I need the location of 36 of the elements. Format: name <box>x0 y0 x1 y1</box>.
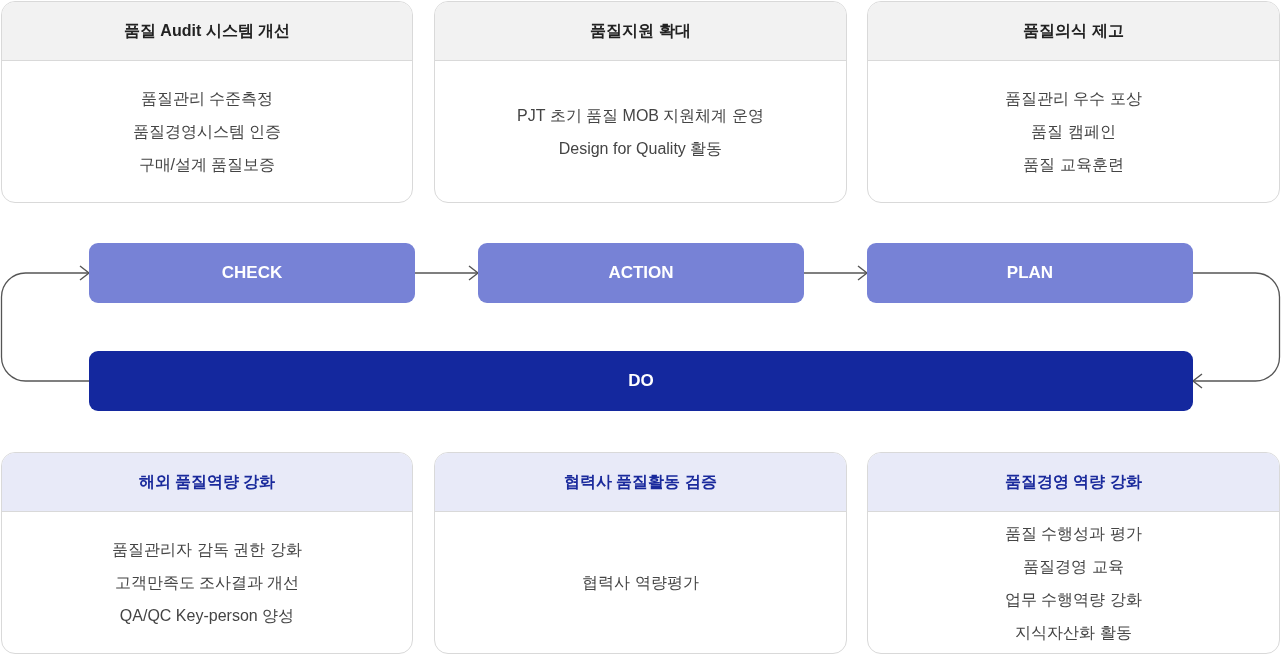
info-card <box>434 1 847 203</box>
arrow <box>414 265 479 281</box>
arrow <box>1192 272 1281 389</box>
info-card <box>867 1 1280 203</box>
card-title: 품질경영 역량 강화 <box>1005 471 1142 492</box>
list-item: 품질관리자 감독 권한 강화 <box>112 540 302 560</box>
info-card <box>434 452 847 654</box>
arrow <box>0 265 90 382</box>
list-item: 고객만족도 조사결과 개선 <box>114 573 300 593</box>
process-step: CHECK <box>89 243 415 303</box>
list-item: 품질관리 수준측정 <box>140 89 274 109</box>
list-item: 품질경영 교육 <box>1023 556 1124 577</box>
list-item: 품질경영시스템 인증 <box>132 122 282 142</box>
list-item: 품질 캠페인 <box>1031 122 1116 142</box>
list-item: 품질 수행성과 평가 <box>1005 523 1142 544</box>
list-item: 품질관리 우수 포상 <box>1005 89 1142 109</box>
card-title: 품질 Audit 시스템 개선 <box>123 20 291 41</box>
list-item: 업무 수행역량 강화 <box>1005 589 1142 610</box>
card-title: 품질지원 확대 <box>590 20 691 41</box>
arrow <box>803 265 868 281</box>
list-item: QA/QC Key-person 양성 <box>119 606 295 626</box>
list-item: 구매/설계 품질보증 <box>138 155 276 175</box>
info-card <box>1 1 413 203</box>
list-item: PJT 초기 품질 MOB 지원체계 운영 <box>517 105 764 126</box>
list-item: 지식자산화 활동 <box>1015 622 1132 643</box>
card-title: 해외 품질역량 강화 <box>138 471 276 492</box>
process-step: ACTION <box>478 243 804 303</box>
list-item: Design for Quality 활동 <box>558 138 723 159</box>
info-card <box>1 452 413 654</box>
process-step: PLAN <box>867 243 1193 303</box>
card-title: 품질의식 제고 <box>1023 20 1124 41</box>
process-step: DO <box>89 351 1193 411</box>
list-item: 품질 교육훈련 <box>1023 155 1124 175</box>
card-title: 협력사 품질활동 검증 <box>564 471 717 492</box>
info-card <box>867 452 1280 654</box>
list-item: 협력사 역량평가 <box>582 573 699 593</box>
